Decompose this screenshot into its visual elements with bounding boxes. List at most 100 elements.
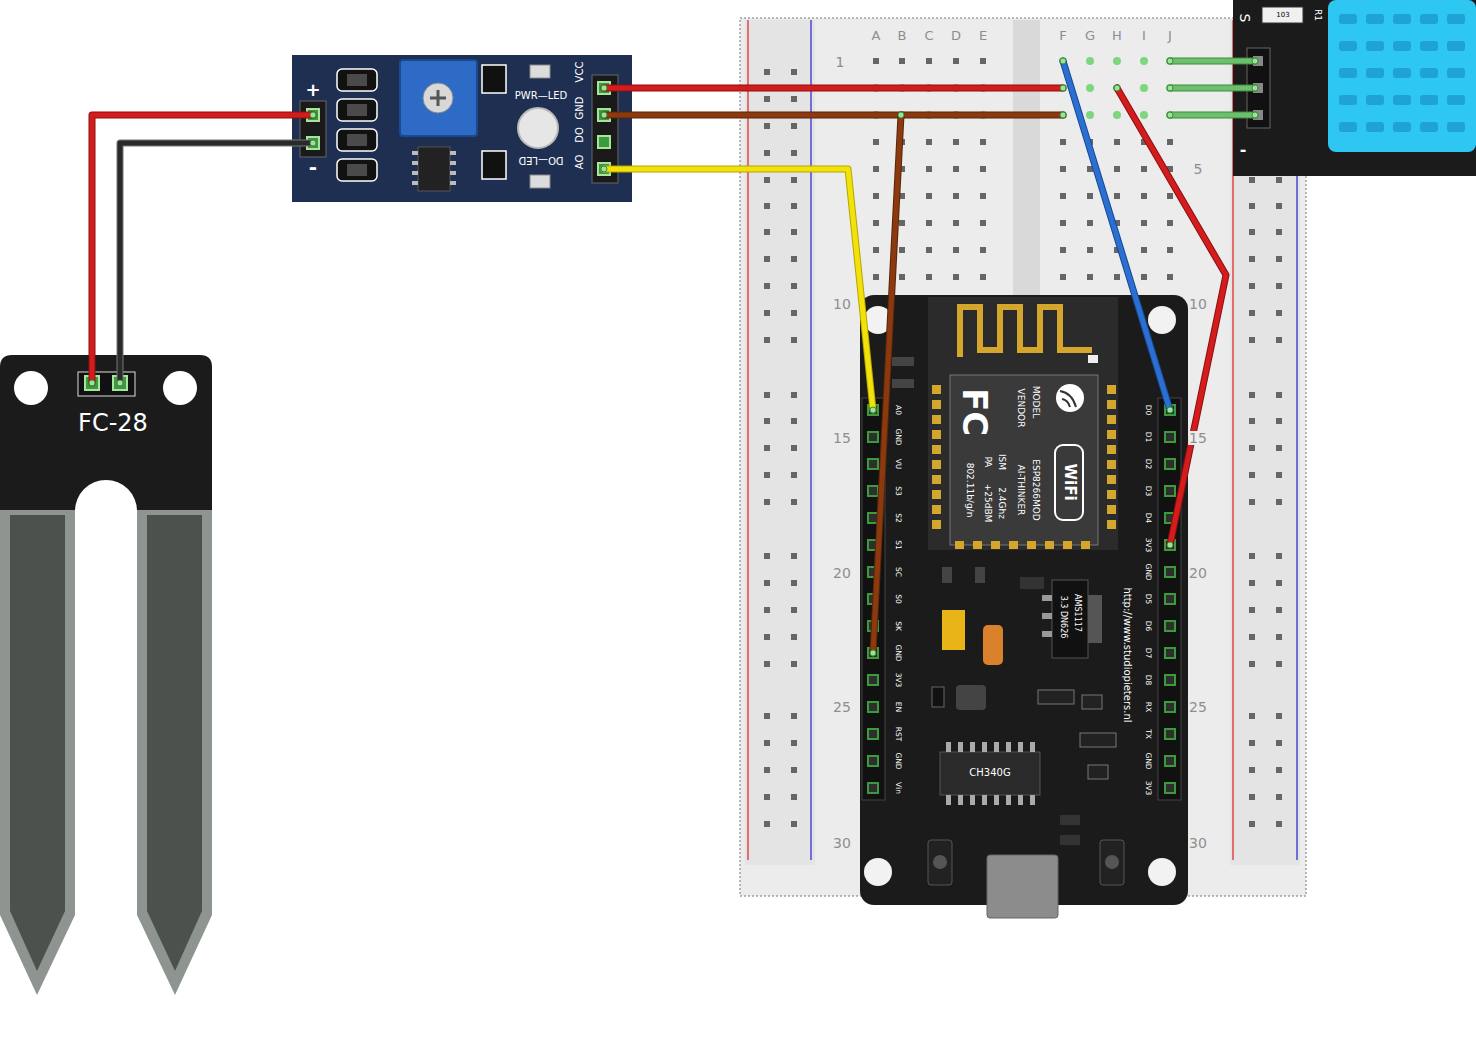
breadboard-hole — [791, 445, 797, 451]
wire-end — [870, 407, 876, 413]
part-label: R1 — [1313, 9, 1322, 21]
row-number: 25 — [832, 700, 852, 714]
pin-label: D0 — [1144, 405, 1152, 416]
breadboard-hole — [1276, 418, 1282, 424]
breadboard-hole — [764, 177, 770, 183]
breadboard-hole — [1276, 821, 1282, 827]
pin — [307, 137, 319, 149]
rail-strip — [745, 20, 815, 865]
breadboard-hole — [764, 740, 770, 746]
breadboard-hole — [1249, 607, 1255, 613]
potentiometer — [400, 60, 477, 136]
row-number: 20 — [1188, 566, 1208, 580]
breadboard-hole — [953, 220, 959, 226]
breadboard-hole — [791, 418, 797, 424]
pin-label: D7 — [1144, 648, 1152, 659]
smd-part — [1088, 355, 1098, 363]
breadboard-hole — [873, 193, 879, 199]
breadboard-hole — [1167, 58, 1173, 64]
breadboard-hole — [926, 112, 932, 118]
column-letter: C — [923, 29, 934, 42]
connected-hole — [952, 84, 960, 92]
breadboard-hole — [1087, 58, 1093, 64]
breadboard-hole — [1276, 177, 1282, 183]
vent-slot — [1420, 95, 1438, 105]
pin — [1165, 675, 1175, 685]
pin-label: TX — [1144, 729, 1152, 739]
chip-pin — [1030, 795, 1035, 805]
connected-hole — [979, 111, 987, 119]
column-letter: A — [871, 29, 882, 42]
breadboard-hole — [1276, 445, 1282, 451]
solder-pad — [1107, 445, 1116, 454]
connected-hole — [898, 111, 906, 119]
smd-part — [1038, 690, 1074, 704]
ic-pin — [412, 151, 418, 155]
wire-end — [1252, 112, 1258, 118]
vent-slot — [1339, 14, 1357, 24]
mount-hole — [864, 858, 892, 886]
wire-end — [601, 166, 607, 172]
breadboard-hole — [1276, 392, 1282, 398]
smd-part — [337, 99, 377, 121]
pin — [1165, 756, 1175, 766]
solder-pad — [1009, 541, 1018, 549]
breadboard-hole — [1276, 283, 1282, 289]
pin — [868, 594, 878, 604]
wire-group — [1167, 112, 1258, 118]
breadboard-hole — [791, 794, 797, 800]
ic-pin — [412, 161, 418, 165]
breadboard-hole — [1141, 220, 1147, 226]
pin — [1165, 432, 1175, 442]
regulator-pin — [1042, 631, 1052, 637]
wire-group — [1167, 58, 1258, 64]
breadboard-hole — [764, 821, 770, 827]
ic-pin — [450, 181, 456, 185]
breadboard-hole — [1087, 193, 1093, 199]
breadboard-hole — [1249, 203, 1255, 209]
breadboard: FCMODELVENDORESP8266MODAI-THINKERISM2.4G… — [740, 18, 1306, 896]
pin — [868, 405, 878, 415]
chip-pin — [958, 795, 963, 805]
breadboard-hole — [1249, 499, 1255, 505]
column-letter: H — [1111, 29, 1123, 42]
sensor-led — [518, 108, 558, 148]
solder-pad — [1107, 430, 1116, 439]
pin — [1253, 56, 1263, 66]
ic-chip — [418, 147, 450, 191]
solder-pad — [991, 541, 1000, 549]
solder-pad — [932, 430, 941, 439]
breadboard-hole — [791, 203, 797, 209]
breadboard-hole — [764, 392, 770, 398]
breadboard-hole — [899, 112, 905, 118]
connected-hole — [1166, 84, 1174, 92]
solder-pad — [1107, 385, 1116, 394]
breadboard-hole — [1249, 337, 1255, 343]
sensor-module: +-PWR—LEDDO—LEDVCCGNDDOAO — [292, 55, 632, 202]
wire-end — [870, 650, 876, 656]
breadboard-hole — [1276, 499, 1282, 505]
breadboard-hole — [980, 193, 986, 199]
breadboard-hole — [1249, 283, 1255, 289]
breadboard-hole — [1276, 580, 1282, 586]
breadboard-hole — [764, 767, 770, 773]
breadboard-hole — [764, 634, 770, 640]
connected-hole — [898, 84, 906, 92]
vendor-logo — [1056, 384, 1084, 412]
pin — [868, 621, 878, 631]
pcb — [292, 55, 632, 202]
vent-slot — [1366, 14, 1384, 24]
breadboard-hole — [953, 58, 959, 64]
breadboard-hole — [873, 139, 879, 145]
mount-hole — [163, 371, 197, 405]
breadboard-hole — [953, 112, 959, 118]
breadboard-hole — [1249, 310, 1255, 316]
pin — [1165, 513, 1175, 523]
breadboard-hole — [764, 499, 770, 505]
smd-part — [892, 357, 914, 366]
column-letter: F — [1058, 29, 1067, 42]
smd-part — [1060, 815, 1080, 825]
pin — [1165, 729, 1175, 739]
wire-end — [1252, 85, 1258, 91]
breadboard-hole — [1167, 220, 1173, 226]
